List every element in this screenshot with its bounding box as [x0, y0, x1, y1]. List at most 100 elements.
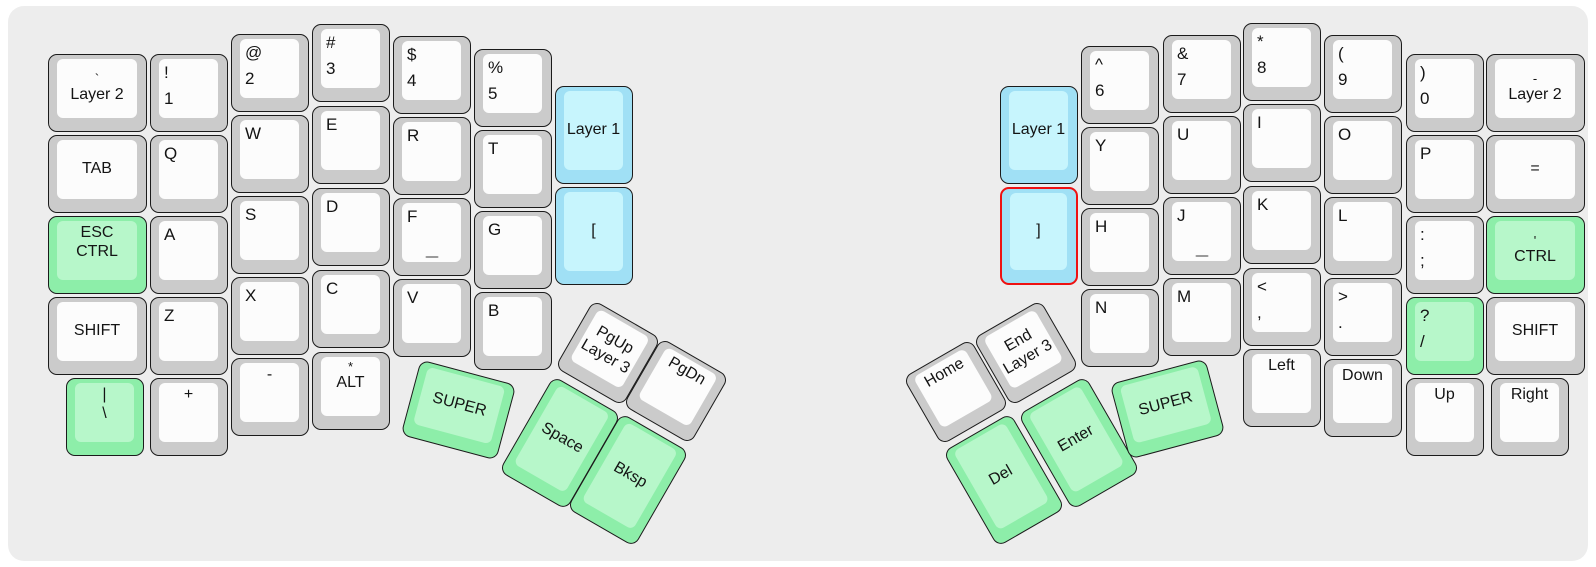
- key-legend: B: [488, 301, 500, 320]
- key-at-2[interactable]: @2: [231, 34, 309, 112]
- key-legend: 6: [1095, 81, 1105, 100]
- key-legend-stack: $4: [407, 42, 459, 94]
- key-h[interactable]: H: [1081, 208, 1159, 286]
- key-x[interactable]: X: [231, 277, 309, 355]
- key-layer2-left[interactable]: `Layer 2: [48, 54, 147, 132]
- key-super-right[interactable]: SUPER: [1109, 358, 1226, 460]
- key-n[interactable]: N: [1081, 289, 1159, 367]
- key-i[interactable]: I: [1243, 104, 1321, 182]
- key-pipe-backslash[interactable]: |\: [66, 378, 144, 456]
- key-b[interactable]: B: [474, 292, 552, 370]
- key-plus[interactable]: +: [150, 378, 228, 456]
- key-layer1-right[interactable]: Layer 1: [1000, 86, 1078, 184]
- keycap-top: Home: [913, 348, 994, 429]
- key-legend: K: [1257, 195, 1269, 214]
- key-rparen-0[interactable]: )0: [1406, 54, 1484, 132]
- key-legend-stack: G: [488, 217, 540, 243]
- key-hash-3[interactable]: #3: [312, 24, 390, 102]
- key-lt-comma[interactable]: <,: [1243, 268, 1321, 346]
- key-o[interactable]: O: [1324, 116, 1402, 194]
- key-legend: Layer 2: [70, 85, 124, 103]
- key-legend: H: [1095, 217, 1108, 236]
- key-j[interactable]: J: [1163, 197, 1241, 275]
- key-legend: Y: [1095, 136, 1107, 155]
- key-legend-stack: U: [1177, 122, 1229, 148]
- key-q[interactable]: Q: [150, 135, 228, 213]
- key-ctrl-right[interactable]: 'CTRL: [1486, 216, 1585, 294]
- keycap-top: Down: [1333, 364, 1392, 423]
- key-legend-stack: *8: [1257, 29, 1309, 81]
- key-legend: \: [102, 404, 107, 422]
- key-legend: ;: [1420, 251, 1425, 270]
- key-l[interactable]: L: [1324, 197, 1402, 275]
- keycap-top: J: [1172, 202, 1231, 261]
- key-gt-period[interactable]: >.: [1324, 278, 1402, 356]
- keycap-top: *8: [1252, 28, 1311, 87]
- homing-bar-icon: [1195, 254, 1208, 257]
- key-legend-stack: I: [1257, 110, 1309, 136]
- key-layer1-left[interactable]: Layer 1: [555, 86, 633, 184]
- key-layer2-right[interactable]: -Layer 2: [1486, 54, 1585, 132]
- key-z[interactable]: Z: [150, 297, 228, 375]
- key-colon-semicolon[interactable]: :;: [1406, 216, 1484, 294]
- key-w[interactable]: W: [231, 115, 309, 193]
- key-t[interactable]: T: [474, 130, 552, 208]
- key-shift-left[interactable]: SHIFT: [48, 297, 147, 375]
- key-legend-stack: V: [407, 285, 459, 311]
- key-rbracket[interactable]: ]: [1000, 187, 1078, 285]
- key-minus[interactable]: -: [231, 358, 309, 436]
- key-legend: I: [1257, 113, 1262, 132]
- key-a[interactable]: A: [150, 216, 228, 294]
- key-legend: Layer 1: [1011, 121, 1066, 139]
- key-r[interactable]: R: [393, 117, 471, 195]
- keycap-top: Y: [1090, 132, 1149, 191]
- key-arrow-up[interactable]: Up: [1406, 378, 1484, 456]
- key-v[interactable]: V: [393, 279, 471, 357]
- key-legend: Q: [164, 144, 178, 163]
- key-legend-center: -Layer 2: [1495, 59, 1575, 118]
- keycap-top: M: [1172, 283, 1231, 342]
- keycap-top: I: [1252, 109, 1311, 168]
- key-legend: F: [407, 207, 418, 226]
- key-y[interactable]: Y: [1081, 127, 1159, 205]
- key-f[interactable]: F: [393, 198, 471, 276]
- key-shift-right[interactable]: SHIFT: [1486, 297, 1585, 375]
- key-arrow-down[interactable]: Down: [1324, 359, 1402, 437]
- key-m[interactable]: M: [1163, 278, 1241, 356]
- key-legend-small: ': [1533, 233, 1537, 249]
- keycap-top: G: [483, 216, 542, 275]
- key-legend-stack: &7: [1177, 41, 1229, 93]
- key-legend-stack: >.: [1338, 284, 1390, 336]
- key-arrow-left[interactable]: Left: [1243, 349, 1321, 427]
- key-exclam-1[interactable]: !1: [150, 54, 228, 132]
- key-arrow-right[interactable]: Right: [1491, 378, 1569, 456]
- key-amp-7[interactable]: &7: [1163, 35, 1241, 113]
- key-super-left[interactable]: SUPER: [400, 359, 517, 461]
- key-legend-center: TAB: [57, 140, 137, 199]
- key-alt[interactable]: *ALT: [312, 352, 390, 430]
- key-c[interactable]: C: [312, 270, 390, 348]
- key-s[interactable]: S: [231, 196, 309, 274]
- key-k[interactable]: K: [1243, 186, 1321, 264]
- key-legend: 1: [164, 89, 174, 108]
- key-question-slash[interactable]: ?/: [1406, 297, 1484, 375]
- key-caret-6[interactable]: ^6: [1081, 46, 1159, 124]
- key-dollar-4[interactable]: $4: [393, 36, 471, 114]
- key-legend-stack: :;: [1420, 222, 1472, 274]
- key-g[interactable]: G: [474, 211, 552, 289]
- key-d[interactable]: D: [312, 188, 390, 266]
- key-legend-center: `Layer 2: [57, 59, 137, 118]
- key-equals[interactable]: =: [1486, 135, 1585, 213]
- key-tab[interactable]: TAB: [48, 135, 147, 213]
- key-e[interactable]: E: [312, 106, 390, 184]
- key-lparen-9[interactable]: (9: [1324, 35, 1402, 113]
- key-legend: 3: [326, 59, 336, 78]
- key-p[interactable]: P: [1406, 135, 1484, 213]
- key-asterisk-8[interactable]: *8: [1243, 23, 1321, 101]
- key-legend: Down: [1342, 367, 1383, 384]
- key-lbracket[interactable]: [: [555, 187, 633, 285]
- key-percent-5[interactable]: %5: [474, 49, 552, 127]
- key-u[interactable]: U: [1163, 116, 1241, 194]
